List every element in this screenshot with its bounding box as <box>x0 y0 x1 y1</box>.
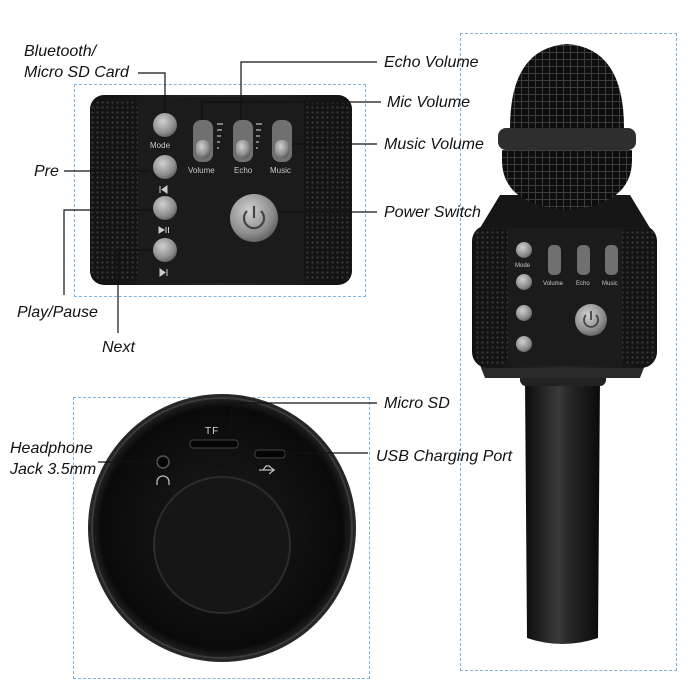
music-volume-label: Music Volume <box>384 136 484 153</box>
pre-label: Pre <box>34 163 59 180</box>
next-label: Next <box>102 339 135 356</box>
play-pause-icon <box>158 226 169 234</box>
power-switch-label: Power Switch <box>384 204 481 221</box>
tf-text: TF <box>205 426 220 437</box>
small-music-text: Music <box>602 281 618 287</box>
micro-sd-slot <box>189 439 239 449</box>
mic-volume-label: Mic Volume <box>387 94 470 111</box>
micro-sd-label: Micro SD <box>384 395 450 412</box>
headphone-jack <box>156 455 170 469</box>
small-echo-text: Echo <box>576 281 590 287</box>
mode-button <box>153 113 177 137</box>
bluetooth-sd-label: Bluetooth/ Micro SD Card <box>24 43 129 81</box>
full-microphone-frame <box>460 33 677 671</box>
small-volume-text: Volume <box>543 281 564 287</box>
prev-icon <box>159 185 168 194</box>
small-mode-text: Mode <box>515 263 531 269</box>
usb-port <box>254 449 286 459</box>
echo-volume-label: Echo Volume <box>384 54 479 71</box>
control-panel <box>90 95 352 285</box>
play-pause-button <box>153 196 177 220</box>
usb-port-label: USB Charging Port <box>376 448 513 465</box>
pre-button <box>153 155 177 179</box>
next-button <box>153 238 177 262</box>
next-icon <box>159 268 168 277</box>
echo-text: Echo <box>234 166 253 175</box>
headphone-icon <box>156 475 170 485</box>
usb-icon <box>259 465 275 475</box>
mode-text: Mode <box>150 141 171 150</box>
microphone-base <box>88 394 356 662</box>
microphone-full <box>472 44 657 644</box>
control-panel-frame <box>74 84 366 297</box>
headphone-jack-label: Headphone Jack 3.5mm <box>10 440 97 478</box>
music-text: Music <box>270 166 291 175</box>
volume-text: Volume <box>188 166 215 175</box>
power-icon <box>242 210 266 230</box>
play-pause-label: Play/Pause <box>17 304 98 321</box>
